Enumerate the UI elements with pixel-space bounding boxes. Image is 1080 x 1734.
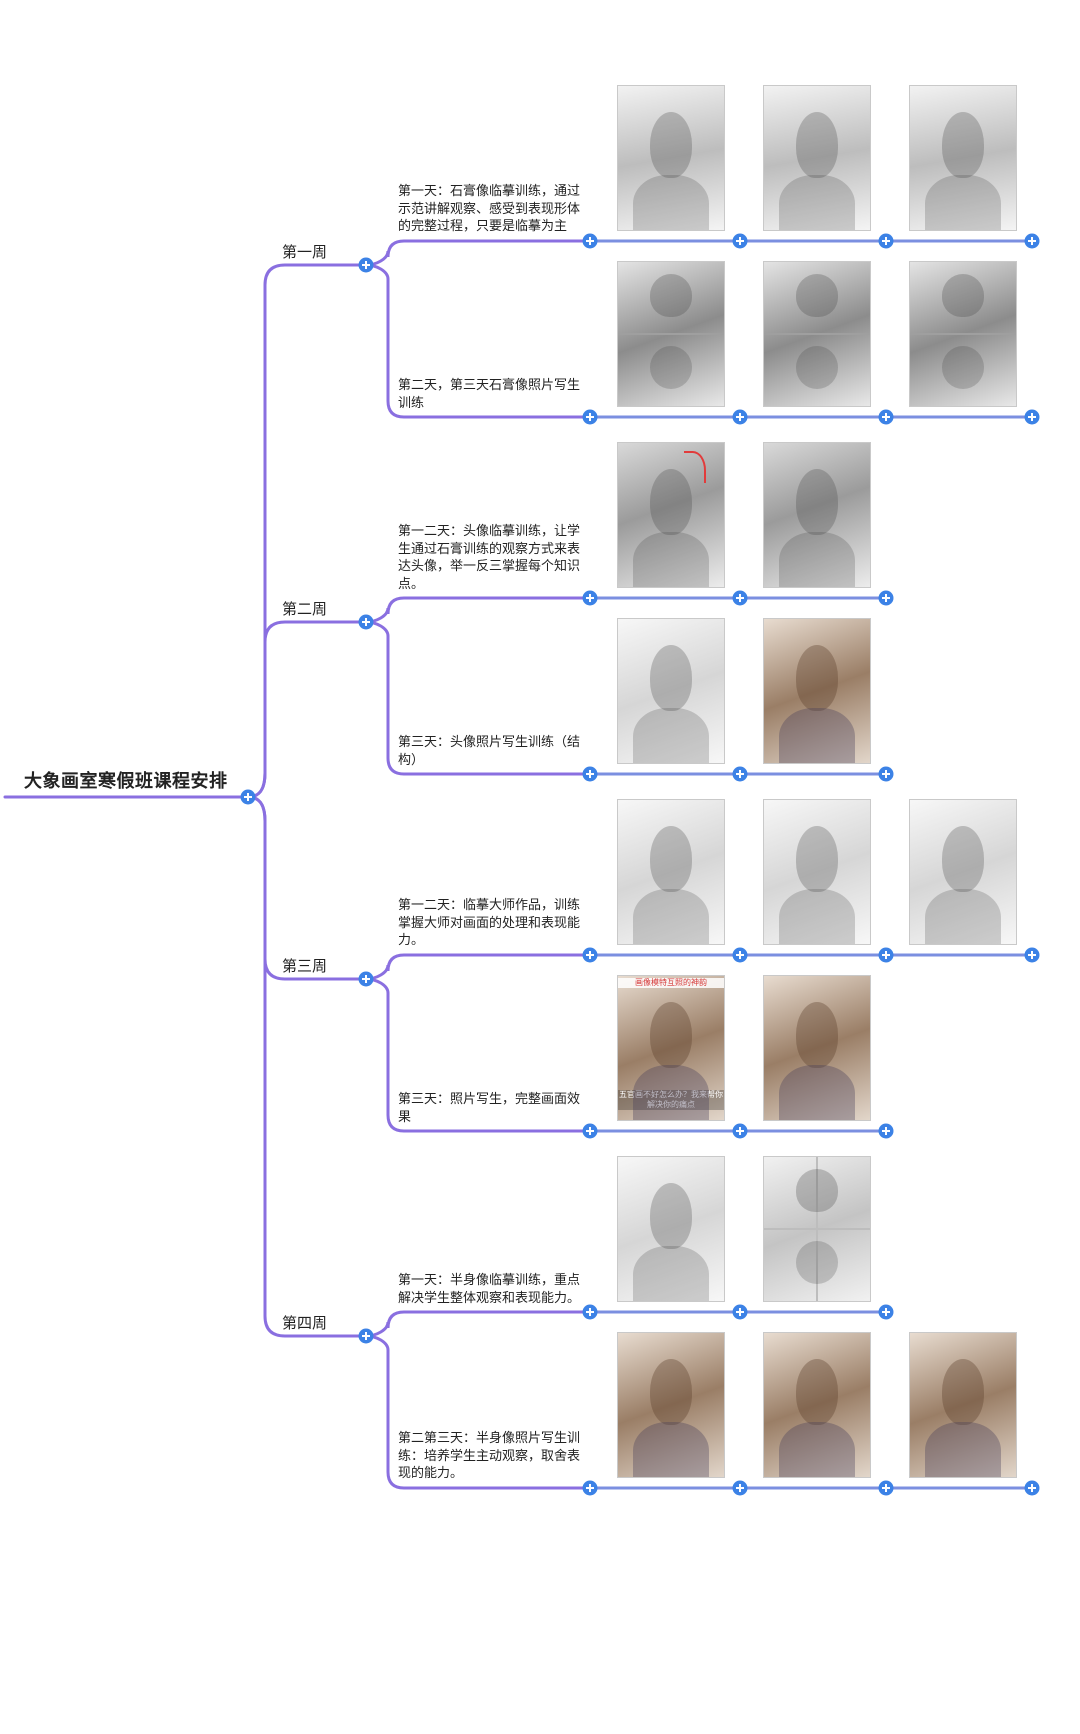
artwork-thumbnail[interactable] (909, 85, 1017, 231)
week-1-expand-node[interactable] (358, 257, 374, 273)
week-3-expand-node[interactable] (358, 971, 374, 987)
week-1-day-1-expand-node[interactable] (582, 233, 598, 249)
image-1-expand-node-w4-d1[interactable] (732, 1304, 748, 1320)
branch-week-2-day-2 (364, 620, 592, 776)
root-topic[interactable]: 大象画室寒假班课程安排 (24, 771, 228, 792)
week-2-label[interactable]: 第二周 (282, 600, 328, 618)
artwork-thumbnail[interactable] (763, 85, 871, 231)
red-annotation-mark (684, 451, 706, 483)
connector-layer (3, 239, 1034, 1490)
artwork-thumbnail[interactable] (763, 442, 871, 588)
week-1-day-1-text[interactable]: 第一天：石膏像临摹训练，通过示范讲解观察、感受到表现形体的完整过程，只要是临摹为… (398, 184, 581, 234)
artwork-thumbnail[interactable]: 画像模特互照的神韵五官画不好怎么办？我来帮你解决你的痛点 (617, 975, 725, 1121)
branch-week-4 (246, 795, 368, 1338)
image-1-expand-node-w1-d1[interactable] (732, 233, 748, 249)
image-2-expand-node-w2-d1[interactable] (878, 590, 894, 606)
artwork-thumbnail[interactable] (617, 442, 725, 588)
week-3-day-1-expand-node[interactable] (582, 947, 598, 963)
artwork-thumbnail[interactable] (763, 799, 871, 945)
week-4-day-1-text[interactable]: 第一天：半身像临摹训练，重点解决学生整体观察和表现能力。 (398, 1273, 581, 1306)
branch-week-1-day-2 (364, 263, 592, 419)
thumbnail-top-caption: 画像模特互照的神韵 (618, 978, 724, 988)
week-3-day-2-expand-node[interactable] (582, 1123, 598, 1139)
image-2-expand-node-w3-d2[interactable] (878, 1123, 894, 1139)
artwork-thumbnail[interactable] (763, 261, 871, 407)
week-3-day-1-text[interactable]: 第一二天：临摹大师作品，训练掌握大师对画面的处理和表现能力。 (398, 898, 581, 948)
week-2-expand-node[interactable] (358, 614, 374, 630)
node-layer (240, 233, 1040, 1496)
image-2-expand-node-w1-d1[interactable] (878, 233, 894, 249)
week-1-day-2-expand-node[interactable] (582, 409, 598, 425)
week-3-day-2-text[interactable]: 第三天：照片写生，完整画面效果 (398, 1092, 581, 1125)
artwork-thumbnail[interactable] (909, 1332, 1017, 1478)
branch-week-1-day-1 (364, 239, 592, 267)
artwork-thumbnail[interactable] (909, 261, 1017, 407)
image-2-expand-node-w4-d1[interactable] (878, 1304, 894, 1320)
week-1-day-2-text[interactable]: 第二天，第三天石膏像照片写生训练 (398, 378, 581, 411)
artwork-thumbnail[interactable] (617, 1156, 725, 1302)
week-2-day-1-text[interactable]: 第一二天：头像临摹训练，让学生通过石膏训练的观察方式来表达头像，举一反三掌握每个… (398, 524, 581, 592)
branch-week-2-day-1 (364, 596, 592, 624)
image-1-expand-node-w2-d2[interactable] (732, 766, 748, 782)
image-1-expand-node-w4-d2[interactable] (732, 1480, 748, 1496)
branch-week-4-day-2 (364, 1334, 592, 1490)
week-4-day-2-expand-node[interactable] (582, 1480, 598, 1496)
artwork-thumbnail[interactable] (909, 799, 1017, 945)
week-3-label[interactable]: 第三周 (282, 957, 328, 975)
image-2-expand-node-w2-d2[interactable] (878, 766, 894, 782)
image-1-expand-node-w3-d2[interactable] (732, 1123, 748, 1139)
week-4-label[interactable]: 第四周 (282, 1314, 328, 1332)
image-2-expand-node-w3-d1[interactable] (878, 947, 894, 963)
week-4-day-1-expand-node[interactable] (582, 1304, 598, 1320)
image-3-expand-node-w4-d2[interactable] (1024, 1480, 1040, 1496)
week-4-day-2-text[interactable]: 第二第三天：半身像照片写生训练：培养学生主动观察，取舍表现的能力。 (398, 1431, 581, 1481)
week-2-day-2-expand-node[interactable] (582, 766, 598, 782)
artwork-thumbnail[interactable] (617, 1332, 725, 1478)
thumbnail-bottom-caption: 五官画不好怎么办？我来帮你解决你的痛点 (618, 1090, 724, 1110)
artwork-thumbnail[interactable] (617, 261, 725, 407)
artwork-thumbnail[interactable] (617, 85, 725, 231)
image-1-expand-node-w1-d2[interactable] (732, 409, 748, 425)
artwork-thumbnail[interactable] (763, 975, 871, 1121)
branch-week-2 (246, 620, 368, 799)
image-1-expand-node-w3-d1[interactable] (732, 947, 748, 963)
week-2-day-2-text[interactable]: 第三天：头像照片写生训练（结构） (398, 735, 581, 768)
week-2-day-1-expand-node[interactable] (582, 590, 598, 606)
branch-week-3-day-1 (364, 953, 592, 981)
image-3-expand-node-w1-d1[interactable] (1024, 233, 1040, 249)
week-1-label[interactable]: 第一周 (282, 243, 328, 261)
root-expand-node[interactable] (240, 789, 256, 805)
image-2-expand-node-w1-d2[interactable] (878, 409, 894, 425)
week-4-expand-node[interactable] (358, 1328, 374, 1344)
artwork-thumbnail[interactable] (763, 1332, 871, 1478)
artwork-thumbnail[interactable] (763, 1156, 871, 1302)
image-1-expand-node-w2-d1[interactable] (732, 590, 748, 606)
image-3-expand-node-w1-d2[interactable] (1024, 409, 1040, 425)
image-3-expand-node-w3-d1[interactable] (1024, 947, 1040, 963)
artwork-thumbnail[interactable] (617, 618, 725, 764)
artwork-thumbnail[interactable] (617, 799, 725, 945)
image-2-expand-node-w4-d2[interactable] (878, 1480, 894, 1496)
artwork-thumbnail[interactable] (763, 618, 871, 764)
branch-week-4-day-1 (364, 1310, 592, 1338)
branch-week-3-day-2 (364, 977, 592, 1133)
